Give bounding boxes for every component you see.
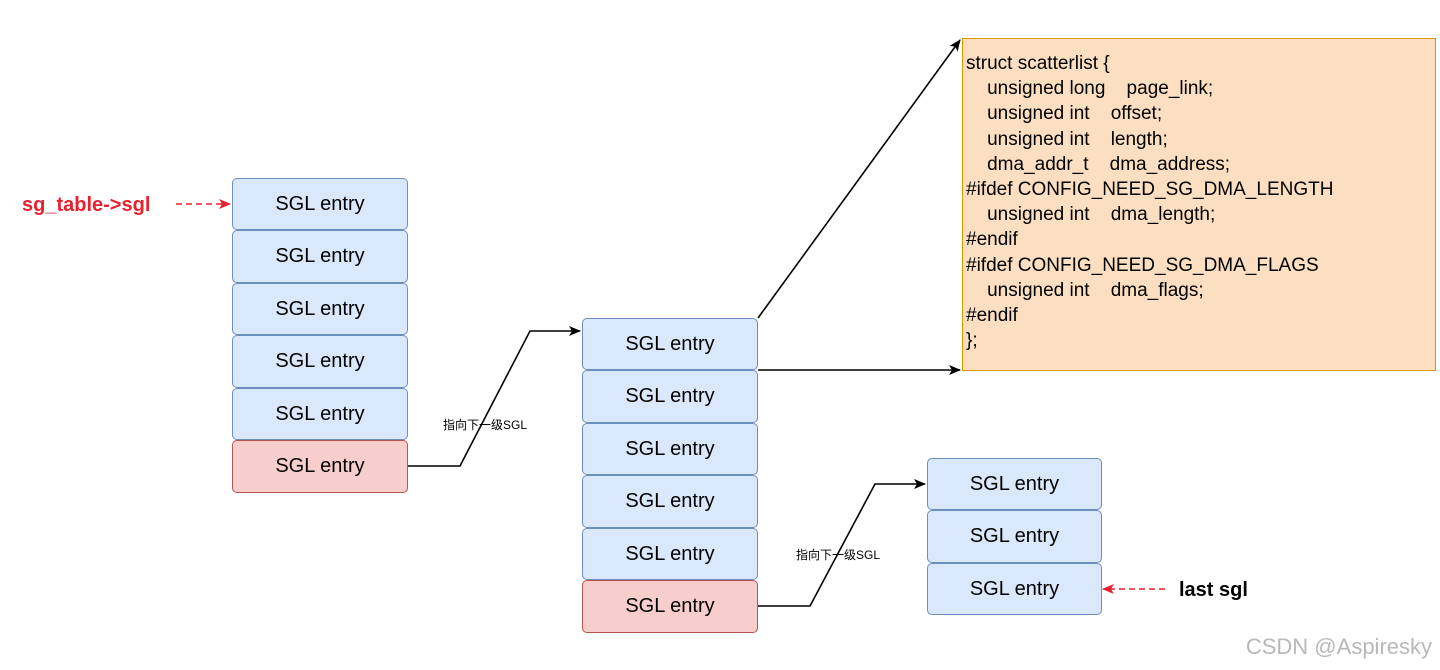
scatterlist-struct-box: struct scatterlist { unsigned long page_… bbox=[962, 38, 1436, 371]
struct-code-line: unsigned int dma_length; bbox=[966, 204, 1216, 226]
sgl-entry: SGL entry bbox=[582, 370, 758, 423]
chain-link-2 bbox=[758, 479, 926, 607]
sgl-entry: SGL entry bbox=[232, 283, 408, 335]
struct-code-line: #endif bbox=[966, 305, 1018, 327]
sgl-entry: SGL entry bbox=[582, 318, 758, 370]
struct-code-line: dma_addr_t dma_address; bbox=[966, 153, 1231, 175]
sgl-chain-entry: SGL entry bbox=[582, 580, 758, 633]
sgl-entry: SGL entry bbox=[582, 423, 758, 475]
sgl-entry: SGL entry bbox=[232, 335, 408, 388]
sgl-entry: SGL entry bbox=[927, 510, 1102, 563]
struct-code-line: #ifdef CONFIG_NEED_SG_DMA_LENGTH bbox=[966, 179, 1334, 201]
sgl-entry: SGL entry bbox=[927, 458, 1102, 510]
next-sgl-link-label: 指向下一级SGL bbox=[796, 548, 881, 562]
sgl-entry: SGL entry bbox=[232, 230, 408, 283]
watermark: CSDN @Aspiresky bbox=[1245, 634, 1432, 659]
struct-code-line: unsigned int length; bbox=[966, 128, 1168, 150]
sgl-entry: SGL entry bbox=[582, 475, 758, 528]
struct-code-line: struct scatterlist { bbox=[966, 53, 1110, 74]
struct-code-line: #endif bbox=[966, 229, 1018, 251]
struct-code-line: unsigned int offset; bbox=[966, 103, 1163, 125]
sgl-entry: SGL entry bbox=[232, 388, 408, 440]
sgl-entry: SGL entry bbox=[582, 528, 758, 580]
sg-table-sgl-label: sg_table->sgl bbox=[22, 194, 151, 216]
next-sgl-link-label: 指向下一级SGL bbox=[443, 418, 528, 432]
struct-code-line: #ifdef CONFIG_NEED_SG_DMA_FLAGS bbox=[966, 254, 1319, 276]
struct-code-line: unsigned int dma_flags; bbox=[966, 279, 1204, 301]
sgl-last-entry: SGL entry bbox=[927, 563, 1102, 615]
struct-code-line: unsigned long page_link; bbox=[966, 78, 1214, 100]
sgl-entry: SGL entry bbox=[232, 178, 408, 230]
sgl-chain-entry: SGL entry bbox=[232, 440, 408, 493]
chain-link-1 bbox=[408, 326, 581, 467]
struct-code-line: }; bbox=[966, 330, 978, 352]
struct-arrow-top bbox=[757, 39, 961, 319]
last-sgl-label: last sgl bbox=[1179, 579, 1248, 601]
